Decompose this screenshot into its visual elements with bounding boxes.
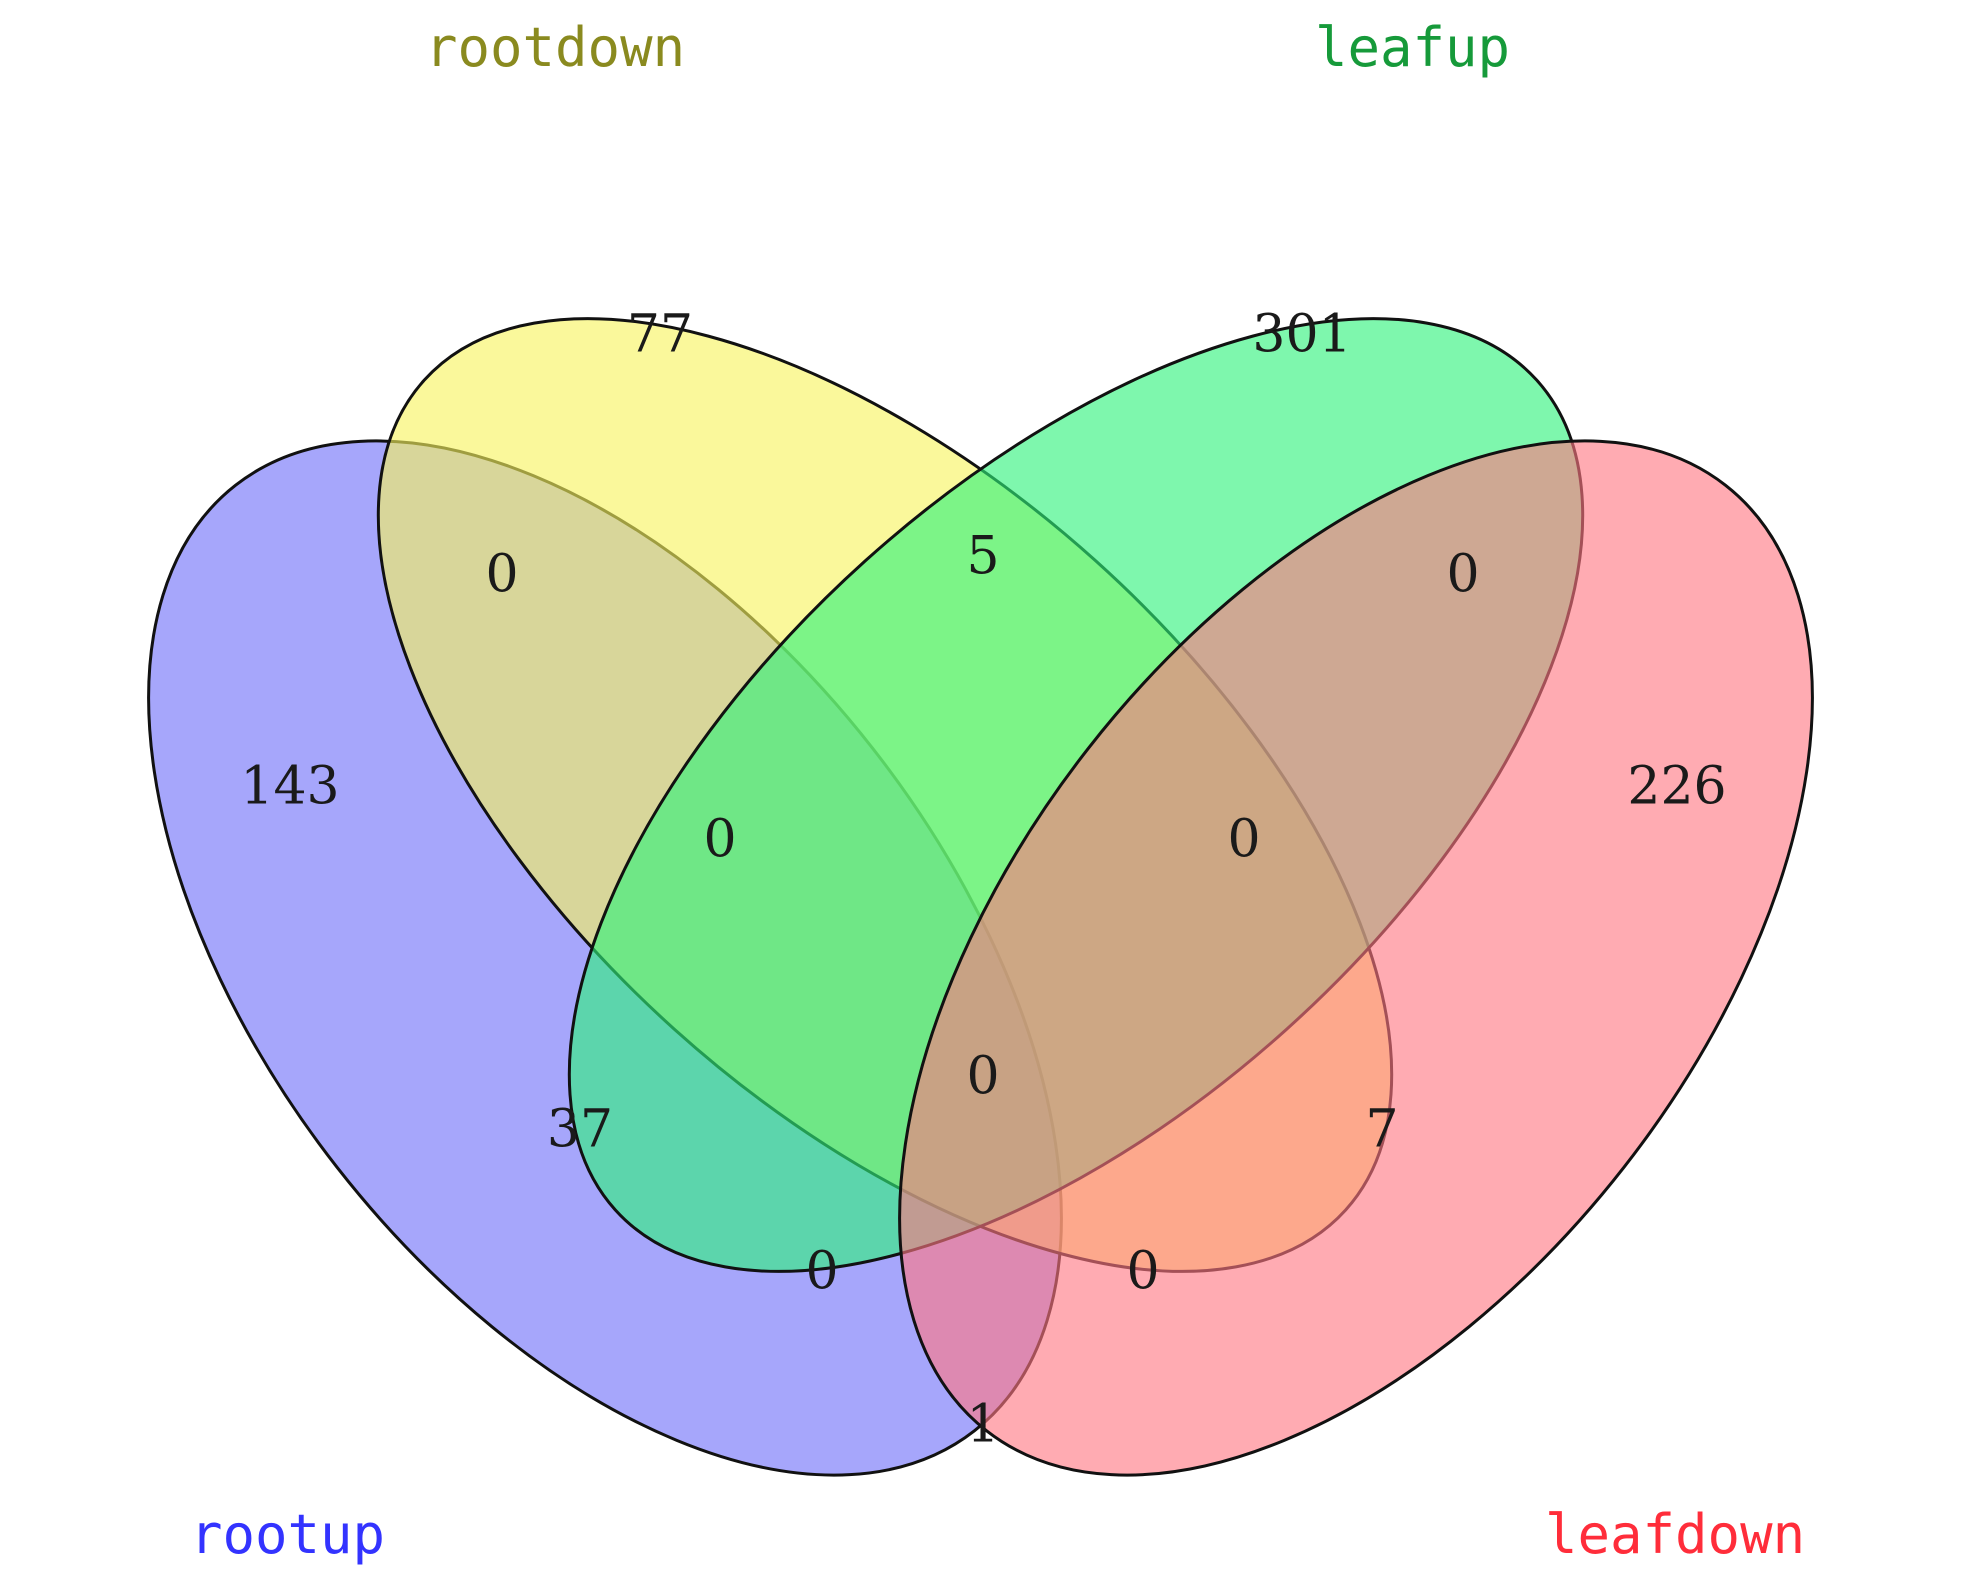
count-rootup-leafup: 37 — [547, 1100, 613, 1160]
count-rootup-rootdown-leafup: 0 — [703, 810, 736, 870]
count-leafdown-only: 226 — [1627, 757, 1726, 817]
count-rootup-rootdown-leafdown: 0 — [1126, 1242, 1159, 1302]
set-ellipses — [147, 317, 1814, 1477]
count-rootup-only: 143 — [240, 757, 339, 817]
set-label-rootup: rootup — [190, 1503, 385, 1566]
set-label-leafup: leafup — [1315, 16, 1510, 79]
count-rootdown-leafup: 5 — [966, 527, 999, 587]
count-leafup-only: 301 — [1252, 305, 1351, 365]
set-label-rootdown: rootdown — [425, 16, 685, 79]
count-rootdown-leafdown: 7 — [1365, 1100, 1398, 1160]
count-rootup-leafdown: 1 — [966, 1395, 999, 1455]
count-rootup-leafup-leafdown: 0 — [805, 1242, 838, 1302]
set-label-leafdown: leafdown — [1545, 1503, 1805, 1566]
count-all-four: 0 — [966, 1047, 999, 1107]
count-rootdown-only: 77 — [627, 305, 693, 365]
count-rootdown-leafup-leafdown: 0 — [1227, 810, 1260, 870]
count-rootup-rootdown: 0 — [485, 545, 518, 605]
count-leafup-leafdown: 0 — [1446, 545, 1479, 605]
ellipse-leafdown — [898, 439, 1814, 1477]
